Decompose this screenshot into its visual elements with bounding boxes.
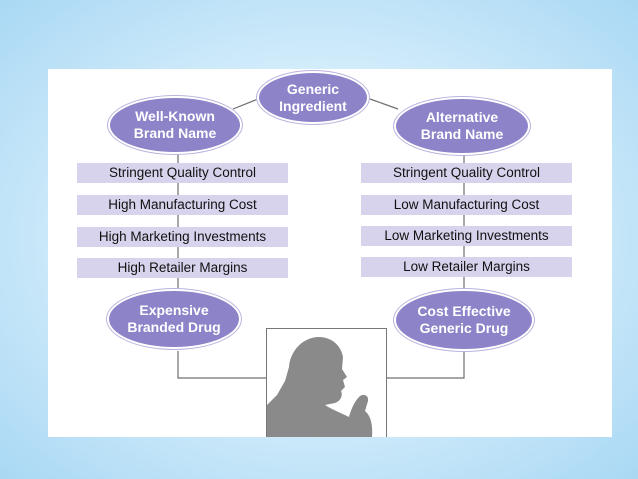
right-item-quality: Stringent Quality Control (361, 163, 572, 183)
left-item-marketing: High Marketing Investments (77, 227, 288, 247)
alternative-brand-node: Alternative Brand Name (394, 97, 530, 155)
thinking-person-silhouette-icon (267, 337, 373, 437)
right-item-retailer: Low Retailer Margins (361, 257, 572, 277)
left-item-manufacturing: High Manufacturing Cost (77, 195, 288, 215)
expensive-branded-drug-node: Expensive Branded Drug (107, 289, 241, 349)
left-item-quality: Stringent Quality Control (77, 163, 288, 183)
diagram-slide: Generic Ingredient Well-Known Brand Name… (48, 69, 612, 437)
generic-ingredient-label: Generic Ingredient (279, 80, 347, 114)
right-item-manufacturing: Low Manufacturing Cost (361, 195, 572, 215)
alternative-brand-label: Alternative Brand Name (420, 109, 504, 142)
left-item-retailer: High Retailer Margins (77, 258, 288, 278)
cost-effective-generic-drug-node: Cost Effective Generic Drug (394, 289, 534, 351)
generic-ingredient-node: Generic Ingredient (257, 71, 369, 124)
well-known-brand-node: Well-Known Brand Name (108, 96, 242, 154)
thinking-person-image (266, 328, 387, 437)
well-known-brand-label: Well-Known Brand Name (133, 108, 217, 141)
expensive-branded-drug-label: Expensive Branded Drug (127, 302, 221, 335)
right-item-marketing: Low Marketing Investments (361, 226, 572, 246)
cost-effective-generic-drug-label: Cost Effective Generic Drug (417, 303, 511, 336)
